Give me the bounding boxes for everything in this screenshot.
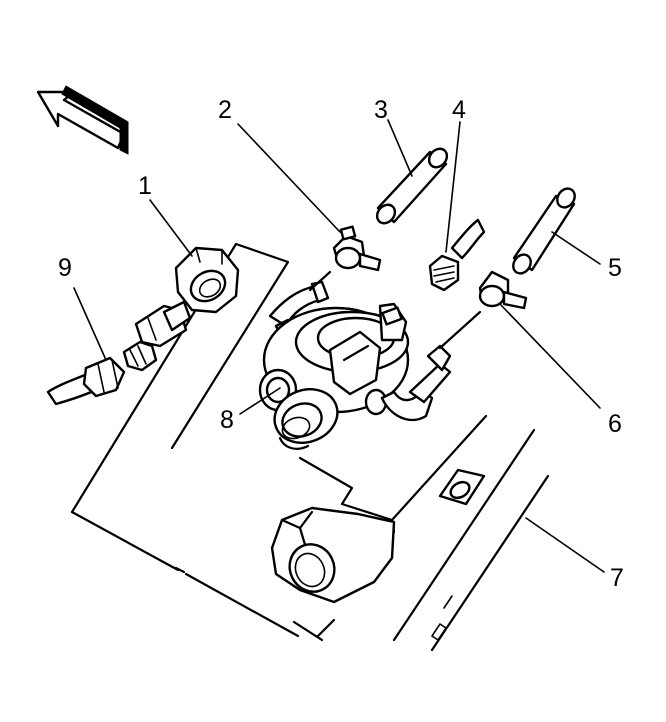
- callout-labels: 1 2 3 4 5 6 7 8 9: [58, 96, 624, 592]
- frame-rail: [70, 242, 550, 652]
- hex-nut-1: [174, 246, 240, 314]
- threaded-fitting-4: [428, 218, 486, 292]
- callout-6: 6: [608, 410, 622, 438]
- callout-2: 2: [218, 96, 232, 124]
- pressure-regulator-8: [258, 270, 452, 450]
- callout-4: 4: [452, 96, 466, 124]
- retaining-clip-6: [438, 270, 528, 350]
- callout-8: 8: [220, 406, 234, 434]
- callout-9: 9: [58, 254, 72, 282]
- direction-arrow: [36, 85, 129, 155]
- fuel-hose-5: [512, 187, 576, 275]
- fuel-hose-3: [375, 147, 449, 225]
- leader-lines: [73, 119, 605, 573]
- callout-7: 7: [610, 564, 624, 592]
- callout-1: 1: [138, 172, 152, 200]
- fuel-line-fitting-9: [46, 300, 192, 406]
- callout-3: 3: [374, 96, 388, 124]
- callout-5: 5: [608, 254, 622, 282]
- retaining-clip-2: [332, 225, 382, 272]
